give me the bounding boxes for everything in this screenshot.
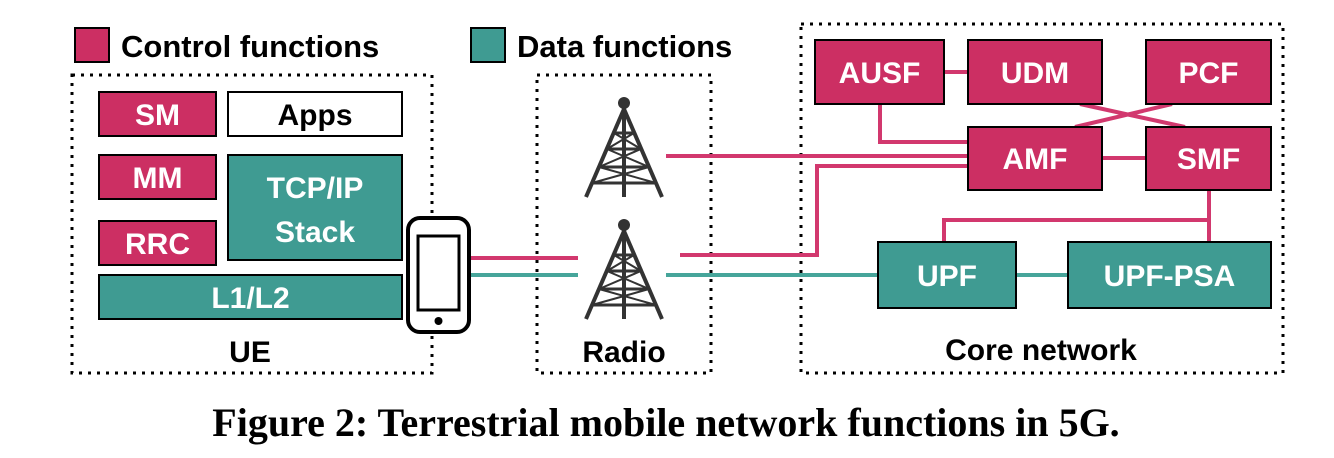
legend-control-label: Control functions	[121, 29, 379, 64]
ue-group: SM Apps MM TCP/IP Stack RRC L1/L2 UE	[98, 91, 403, 369]
amf-box	[967, 126, 1103, 191]
radio-tower-icon-lower	[584, 217, 664, 321]
legend-data-label: Data functions	[517, 29, 732, 64]
apps-box	[227, 91, 403, 137]
ausf-amf-link	[878, 104, 968, 144]
amf-label: AMF	[1003, 143, 1068, 176]
sm-box	[98, 91, 217, 137]
pcf-amf-link	[1074, 102, 1173, 129]
core-title: Core network	[945, 334, 1137, 367]
pcf-label: PCF	[1179, 57, 1239, 90]
apps-label: Apps	[278, 99, 353, 132]
upf-box	[877, 241, 1017, 309]
l1l2-box	[98, 274, 403, 320]
figure-caption: Figure 2: Terrestrial mobile network fun…	[212, 400, 1119, 445]
udm-label: UDM	[1001, 57, 1069, 90]
phone-icon	[406, 216, 471, 334]
upf-label: UPF	[917, 260, 977, 293]
smf-upf-link	[942, 190, 1211, 242]
ue-title: UE	[229, 336, 271, 369]
radio-tower-icon-upper	[584, 95, 664, 199]
pcf-box	[1145, 39, 1272, 105]
radio-title: Radio	[582, 336, 665, 369]
smf-box	[1145, 126, 1272, 191]
mm-box	[98, 154, 217, 200]
ausf-label: AUSF	[839, 57, 921, 90]
tcpip-label-line2: Stack	[275, 216, 355, 249]
ue-group-border	[70, 73, 434, 375]
tower2-amf-link	[680, 164, 968, 257]
control-links	[470, 70, 1211, 260]
radio-group-border	[535, 73, 713, 375]
tcpip-stack-box	[227, 154, 403, 261]
upf-psa-box	[1067, 241, 1272, 309]
tcpip-label-line1: TCP/IP	[267, 172, 364, 205]
upf-psa-label: UPF-PSA	[1104, 260, 1236, 293]
legend-data-swatch	[470, 27, 506, 63]
udm-smf-link	[1079, 102, 1186, 129]
l1l2-label: L1/L2	[211, 282, 289, 315]
smf-label: SMF	[1177, 143, 1240, 176]
core-group-border	[799, 22, 1285, 375]
udm-box	[967, 39, 1103, 105]
core-group: AUSF UDM PCF AMF SMF UPF UPF-PSA Core ne…	[814, 39, 1272, 367]
legend-control-swatch	[74, 27, 110, 63]
radio-group: Radio	[582, 95, 666, 369]
sm-label: SM	[135, 99, 180, 132]
legend: Control functions Data functions	[74, 27, 732, 64]
rrc-label: RRC	[125, 228, 190, 261]
rrc-box	[98, 220, 217, 266]
mm-label: MM	[133, 162, 183, 195]
ausf-box	[814, 39, 945, 105]
